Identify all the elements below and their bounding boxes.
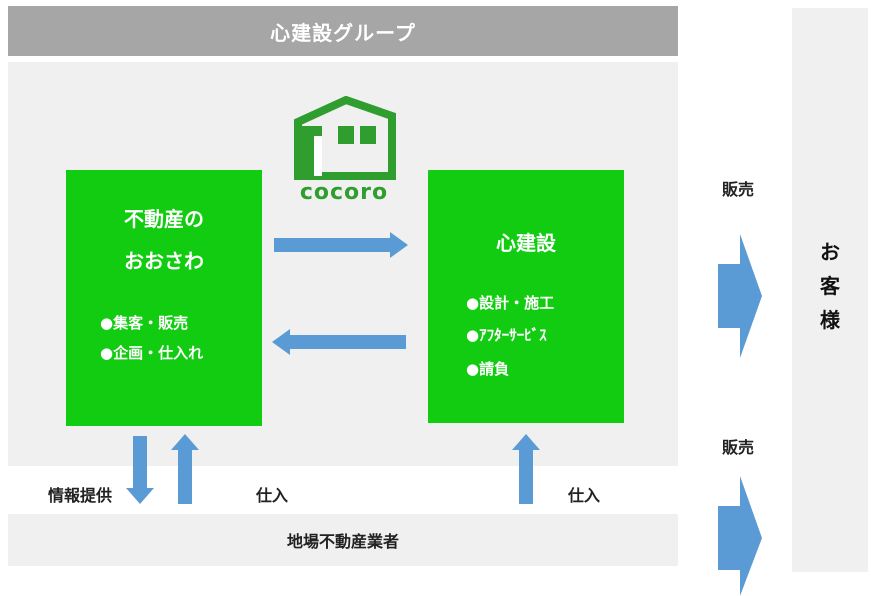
customer-char-3: 様 bbox=[820, 308, 840, 332]
cocoro-logo bbox=[288, 95, 400, 208]
shinkensetsu-item-3: ●請負 bbox=[466, 360, 510, 378]
purchase-label-left: 仕入 bbox=[256, 486, 289, 505]
group-header: 心建設グループ bbox=[8, 6, 678, 56]
sales-arrow-top-icon bbox=[718, 234, 762, 358]
arrow-up-right-icon bbox=[512, 434, 540, 504]
customer-column bbox=[792, 8, 868, 572]
sales-label-top: 販売 bbox=[722, 180, 755, 199]
sales-label-bottom: 販売 bbox=[722, 438, 755, 457]
osawa-item-2: ●企画・仕入れ bbox=[100, 344, 204, 362]
purchase-label-right: 仕入 bbox=[568, 486, 601, 505]
shinkensetsu-item-2: ●ｱﾌﾀｰｻｰﾋﾞｽ bbox=[466, 326, 547, 344]
shinkensetsu-title: 心建設 bbox=[496, 231, 556, 255]
supplier-label: 地場不動産業者 bbox=[286, 532, 399, 551]
arrow-down-icon bbox=[126, 436, 154, 504]
house-logo-icon bbox=[294, 95, 396, 180]
arrow-up-left-icon bbox=[171, 434, 199, 504]
logo-text: cocoro bbox=[299, 180, 389, 205]
customer-char-1: お bbox=[820, 240, 840, 264]
customer-char-2: 客 bbox=[820, 274, 840, 298]
osawa-realestate-box: 不動産の おおさわ ●集客・販売 ●企画・仕入れ bbox=[66, 170, 262, 426]
info-provision-label: 情報提供 bbox=[48, 486, 113, 505]
shinkensetsu-item-1: ●設計・施工 bbox=[466, 294, 555, 312]
osawa-item-1: ●集客・販売 bbox=[100, 314, 189, 332]
sales-arrow-bottom-icon bbox=[718, 476, 762, 596]
osawa-title-line2: おおさわ bbox=[124, 249, 204, 273]
customer-label: お 客 様 bbox=[792, 235, 868, 337]
supplier-bar: 地場不動産業者 bbox=[8, 514, 678, 566]
arrow-right-icon bbox=[274, 232, 408, 258]
arrow-left-icon bbox=[272, 329, 406, 355]
group-title: 心建設グループ bbox=[270, 20, 416, 45]
shinkensetsu-box: 心建設 ●設計・施工 ●ｱﾌﾀｰｻｰﾋﾞｽ ●請負 bbox=[428, 170, 624, 423]
osawa-title-line1: 不動産の bbox=[124, 207, 204, 231]
